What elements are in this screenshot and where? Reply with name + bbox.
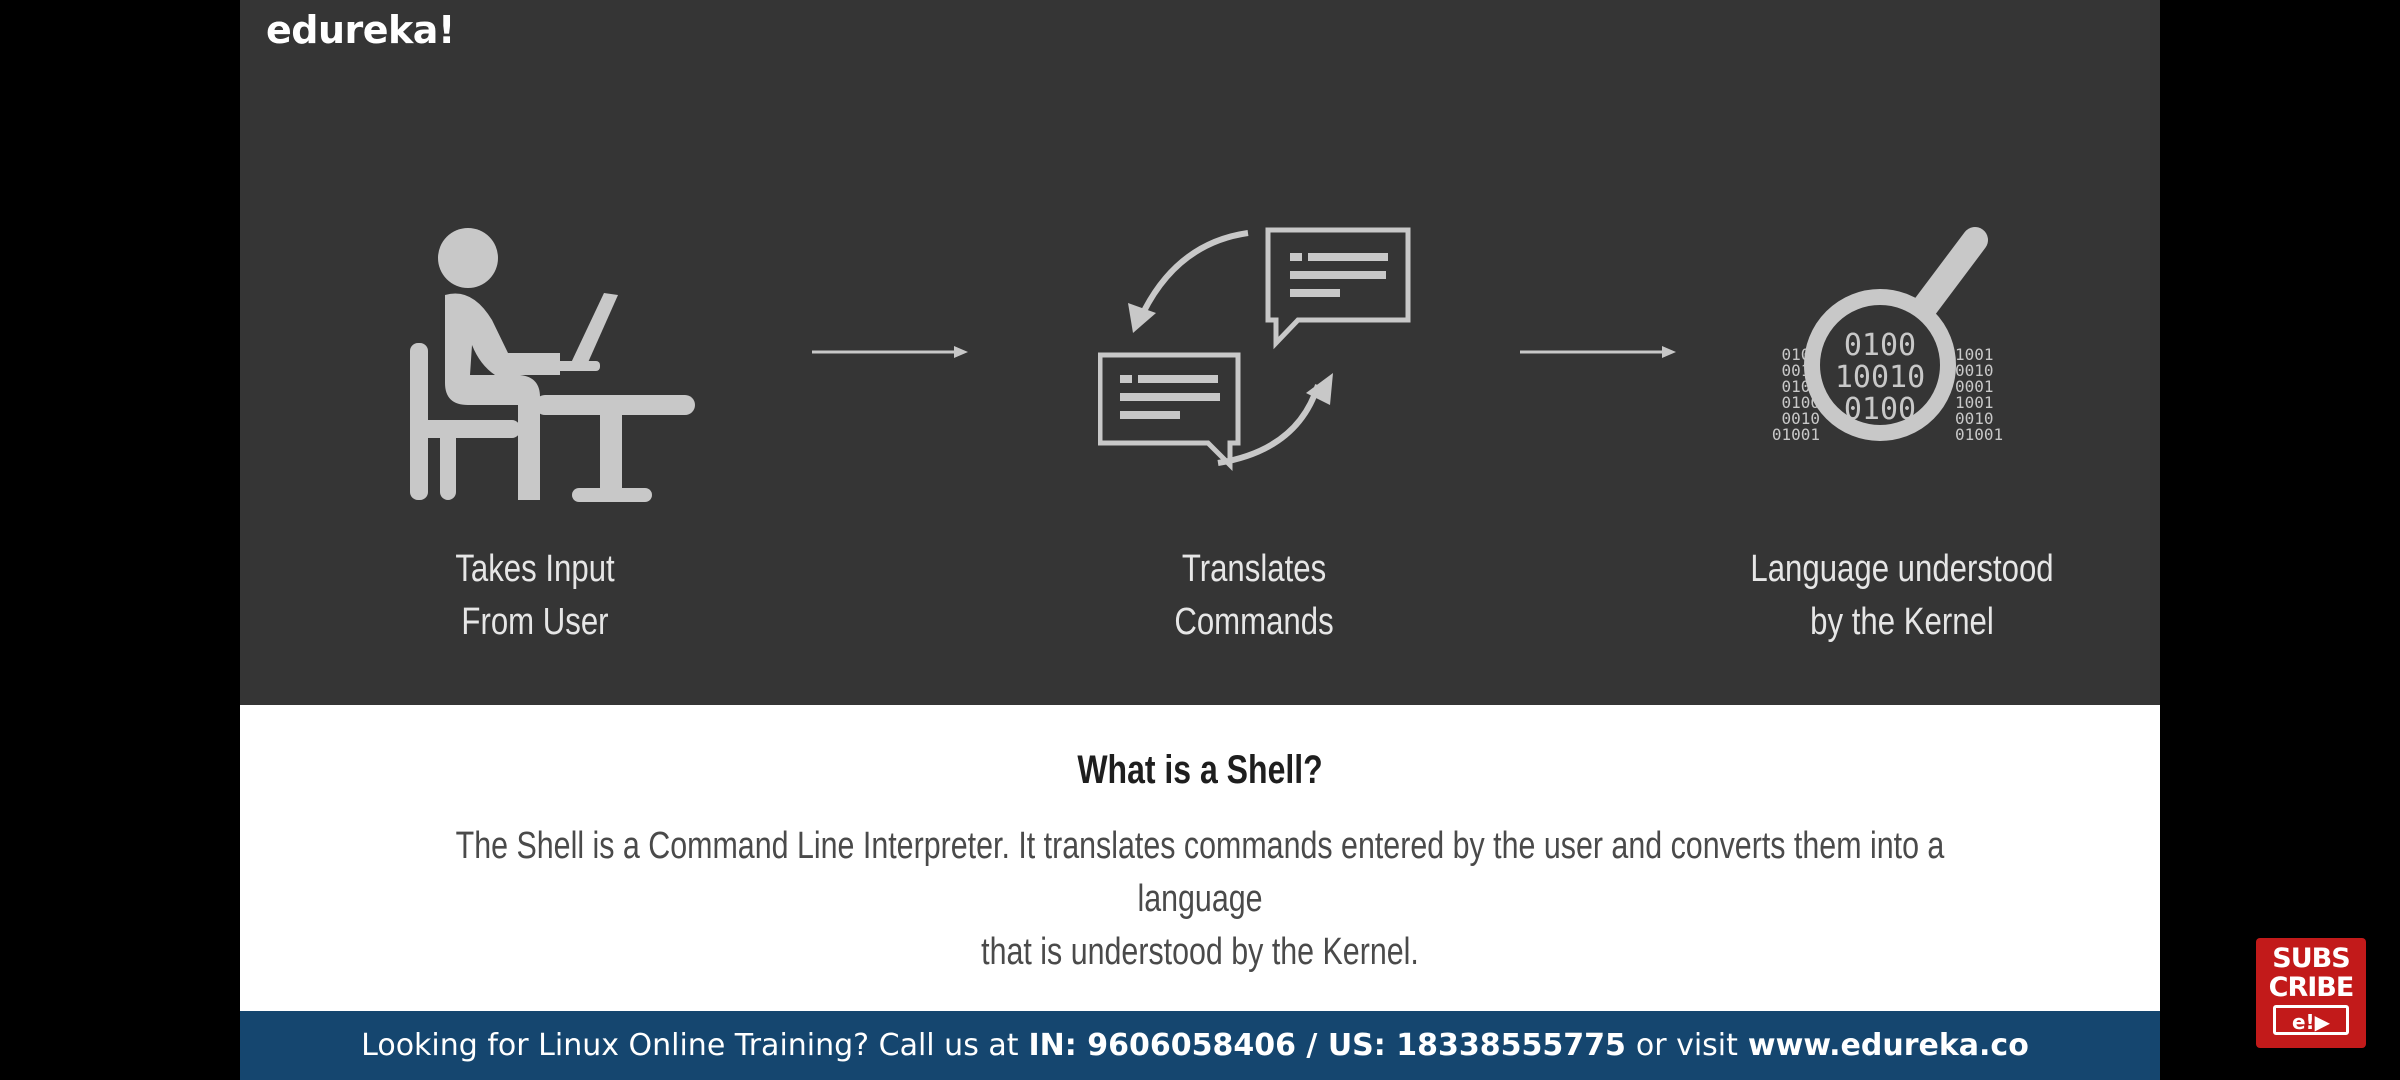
- caption-line: From User: [461, 601, 609, 643]
- binary-text: 0010: [1955, 361, 1994, 380]
- binary-text: 1001: [1955, 393, 1994, 412]
- binary-text: 01001: [1771, 425, 1820, 444]
- caption-line: Translates: [1181, 548, 1327, 590]
- footer-phones: IN: 9606058406 / US: 18338555775: [1028, 1028, 1626, 1063]
- binary-right-column: 1001 0010 0001 1001 0010 01001: [1955, 347, 2025, 443]
- slide-description: The Shell is a Command Line Interpreter.…: [432, 820, 1968, 979]
- subscribe-text: SUBS: [2272, 943, 2350, 974]
- user-at-computer-icon: [410, 228, 695, 502]
- step-caption-input: Takes Input From User: [330, 543, 740, 649]
- arrow-right-icon: [812, 346, 968, 358]
- subscribe-text: CRIBE: [2268, 972, 2355, 1003]
- footer-website-link[interactable]: www.edureka.co: [1747, 1028, 2029, 1063]
- subscribe-button[interactable]: SUBS CRIBE e!▶: [2256, 938, 2366, 1048]
- binary-text: 0010: [1781, 409, 1820, 428]
- slide: edureka!: [240, 0, 2160, 1080]
- footer-banner: Looking for Linux Online Training? Call …: [240, 1011, 2160, 1080]
- description-line: that is understood by the Kernel.: [981, 931, 1419, 973]
- binary-magnifier-icon: 0100 0010 0100 0100 0010 01001 1001 0010…: [1760, 225, 2060, 475]
- description-line: The Shell is a Command Line Interpreter.…: [455, 825, 1945, 920]
- binary-text: 0100: [1843, 328, 1917, 363]
- caption-line: Language understood: [1750, 548, 2054, 590]
- slide-question-heading: What is a Shell?: [1077, 748, 1323, 792]
- caption-line: Commands: [1174, 601, 1334, 643]
- caption-line: by the Kernel: [1810, 601, 1994, 643]
- step-caption-kernel: Language understood by the Kernel: [1697, 543, 2107, 649]
- binary-text: 0100: [1781, 393, 1820, 412]
- binary-text: 0010: [1955, 409, 1994, 428]
- binary-text: 01001: [1955, 425, 2004, 444]
- caption-line: Takes Input: [455, 548, 615, 590]
- diagram-panel: edureka!: [240, 0, 2160, 705]
- step-caption-translate: Translates Commands: [1049, 543, 1459, 649]
- binary-text: 1001: [1955, 345, 1994, 364]
- arrow-right-icon: [1520, 346, 1676, 358]
- footer-text: Looking for Linux Online Training? Call …: [361, 1028, 1019, 1063]
- footer-text: or visit: [1635, 1028, 1738, 1063]
- binary-text: 0001: [1955, 377, 1994, 396]
- binary-text: 0100: [1843, 392, 1917, 427]
- binary-text: 10010: [1834, 360, 1926, 395]
- binary-center-column: 0100 10010 0100: [1820, 330, 1940, 426]
- edureka-logo: edureka!: [266, 8, 455, 52]
- translate-chat-icon: [1098, 227, 1411, 472]
- edureka-play-icon: e!▶: [2273, 1005, 2349, 1035]
